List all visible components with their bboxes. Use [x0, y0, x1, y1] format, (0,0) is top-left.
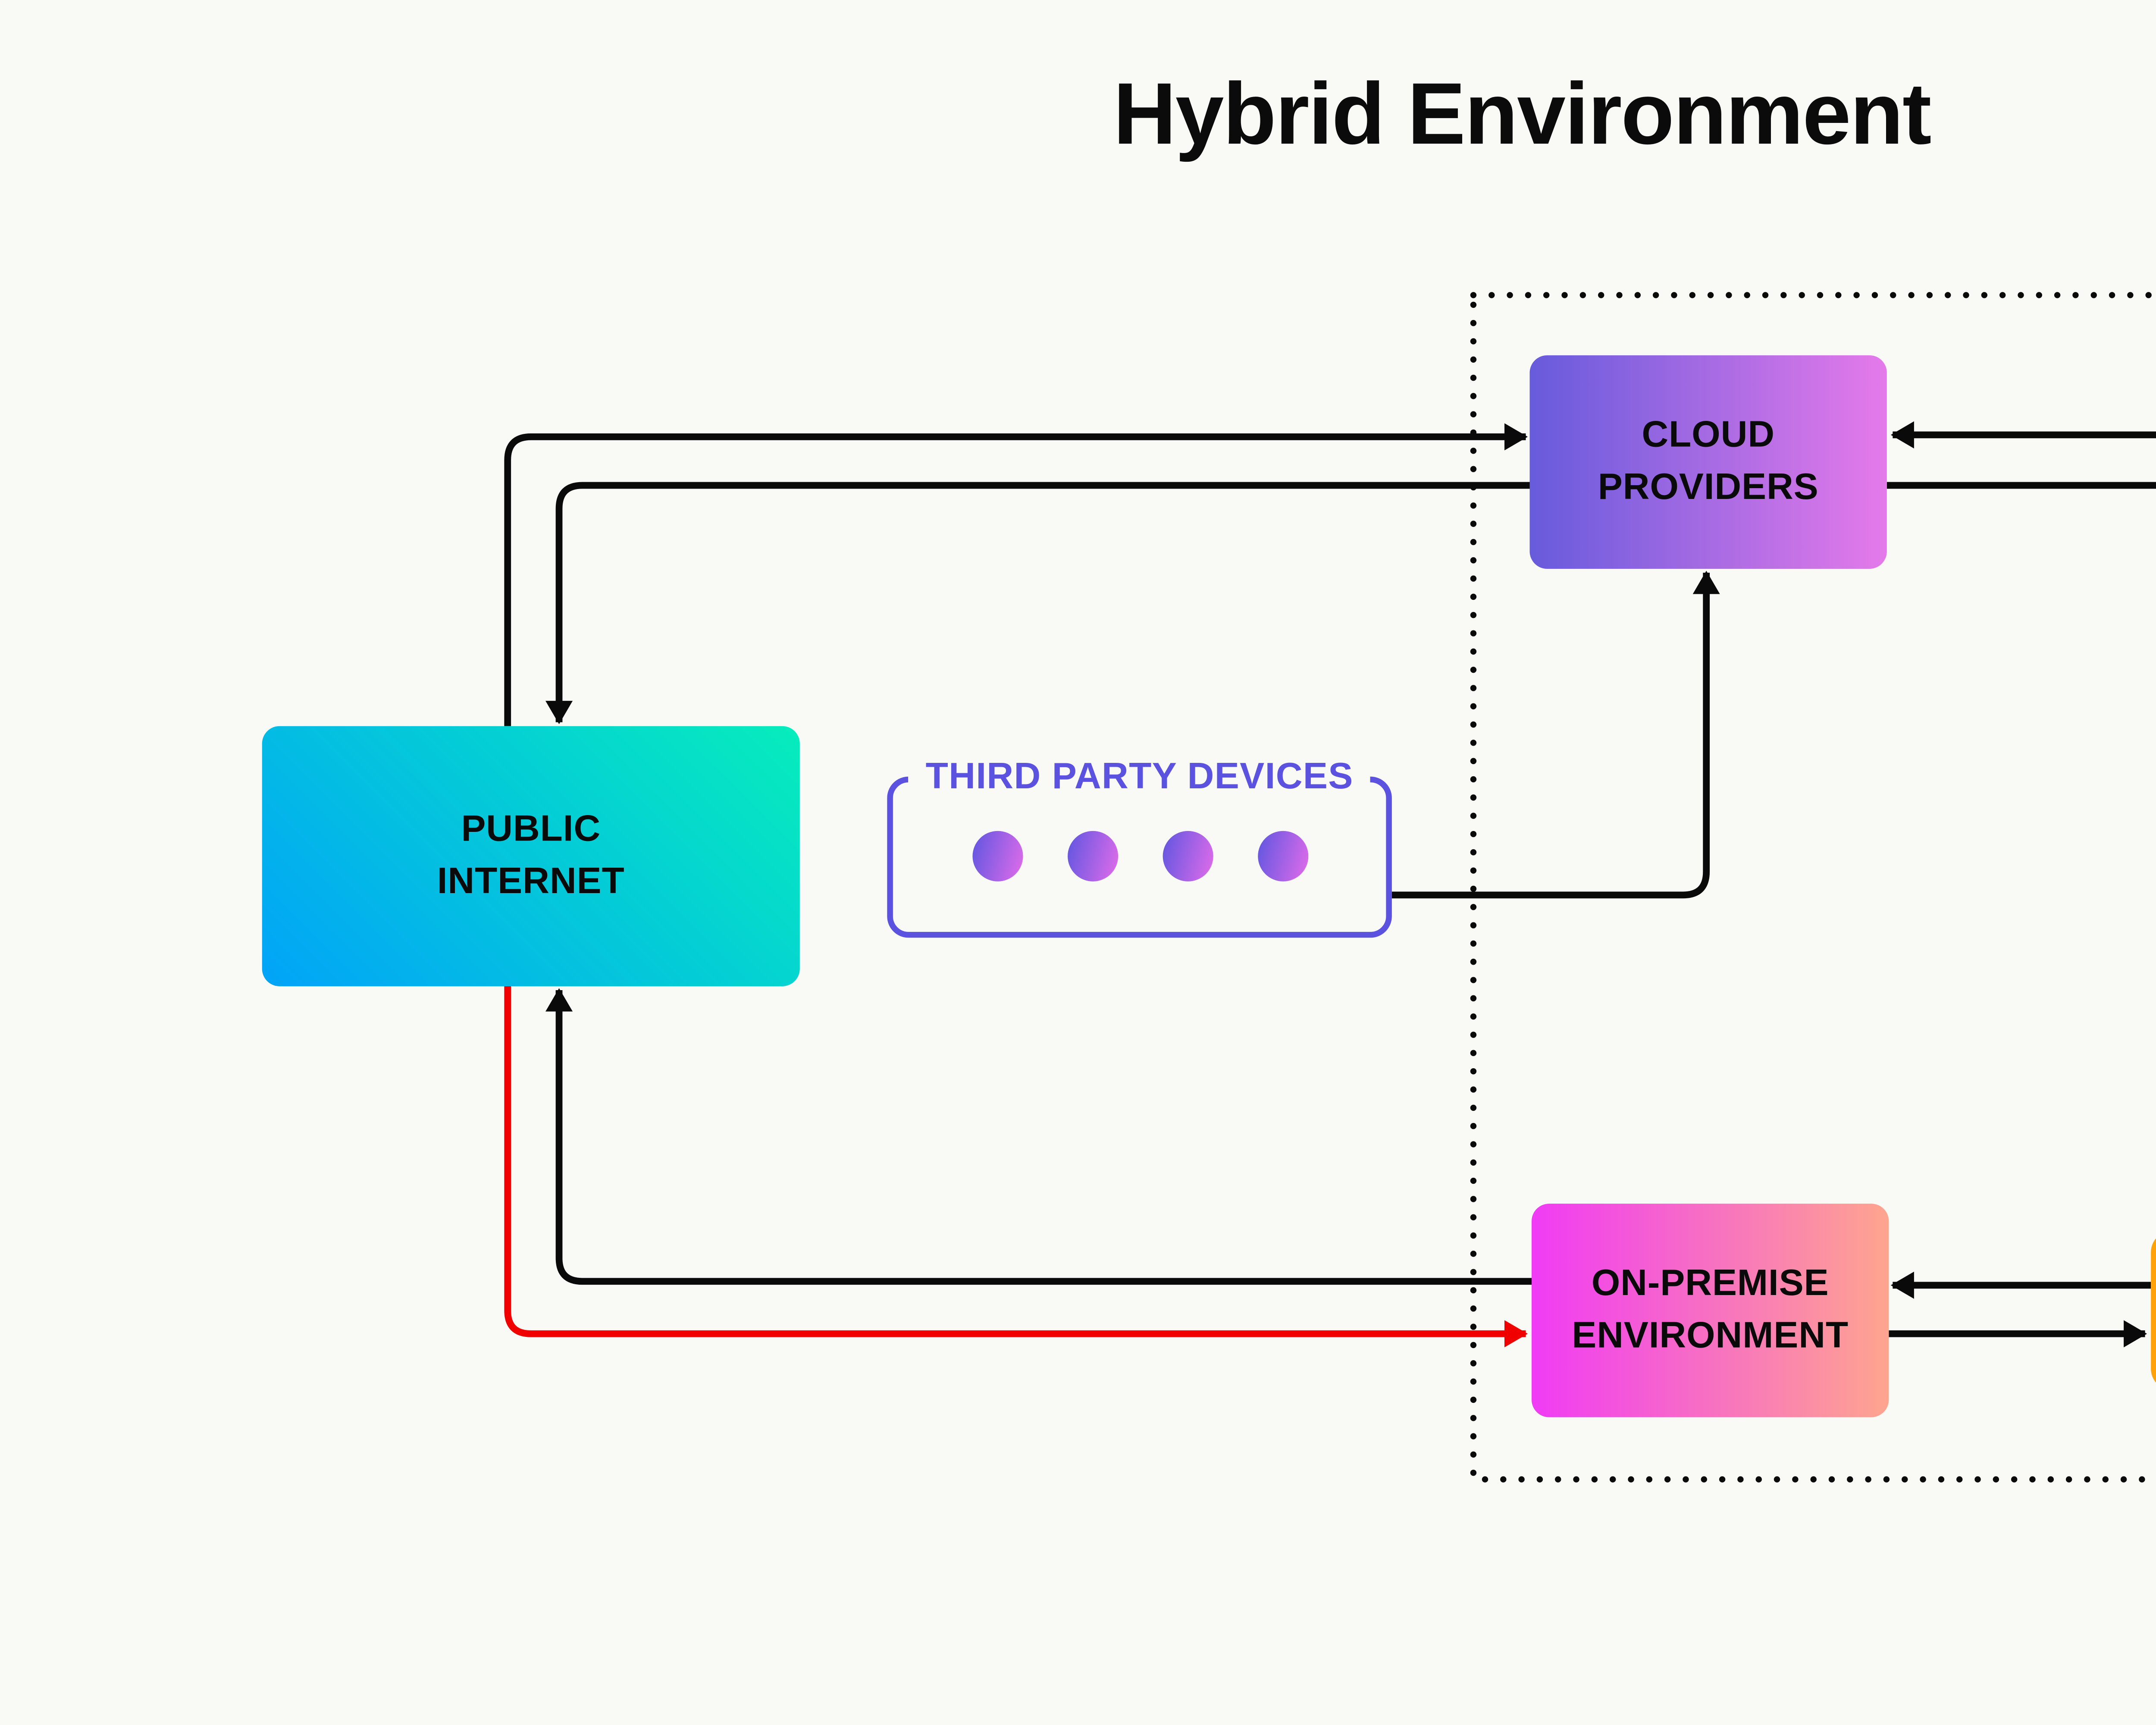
arrow-public-internet-to-cloud-providers: [504, 423, 1528, 726]
node-label-line: CLOUD: [1642, 415, 1775, 456]
arrow-on-premise-to-public-internet: [545, 988, 1532, 1285]
arrow-public-internet-to-on-premise-red: [504, 986, 1528, 1348]
node-label-line: INTERNET: [437, 862, 625, 903]
device-dot-icon: [1257, 831, 1308, 881]
node-unmanaged-devices[interactable]: UNMANAGED DEVICES: [2151, 1231, 2156, 1390]
node-on-premise-environment[interactable]: ON-PREMISE ENVIRONMENT: [1531, 1204, 1889, 1418]
node-label-line: ENVIRONMENT: [1572, 1316, 1849, 1357]
device-dot-icon: [1066, 831, 1117, 881]
third-party-device-dots: [893, 831, 1386, 881]
arrow-third-party-devices-to-cloud-providers: [1391, 571, 1720, 899]
device-dot-icon: [1162, 831, 1213, 881]
node-label-line: ON-PREMISE: [1591, 1264, 1829, 1305]
hybrid-boundary-dotted-border: [1470, 292, 2156, 1483]
node-third-party-devices[interactable]: THIRD PARTY DEVICES: [887, 757, 1392, 938]
node-public-internet[interactable]: PUBLIC INTERNET: [262, 726, 800, 986]
arrow-cloud-providers-to-public-internet: [545, 482, 1532, 724]
page-title: Hybrid Environment: [1113, 64, 1932, 163]
device-dot-icon: [971, 831, 1022, 881]
node-label-line: PROVIDERS: [1598, 467, 1819, 509]
third-party-devices-label: THIRD PARTY DEVICES: [908, 757, 1371, 800]
node-label-line: PUBLIC: [461, 809, 601, 850]
node-cloud-providers[interactable]: CLOUD PROVIDERS: [1529, 355, 1887, 569]
